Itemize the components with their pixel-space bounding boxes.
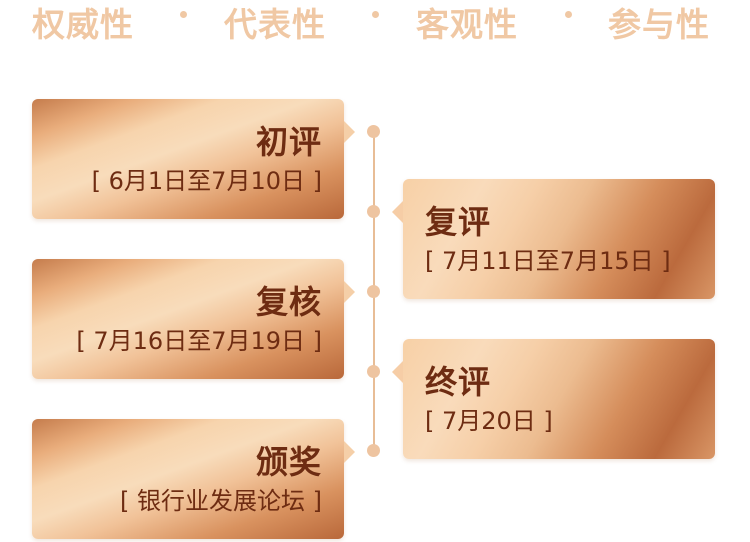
keyword-representativeness: 代表性 [224, 5, 326, 44]
keyword-separator-dot [372, 11, 379, 18]
stage-title: 复核 [255, 283, 322, 321]
stage-title: 复评 [425, 203, 492, 241]
stage-date: [ 7月16日至7月19日 ] [76, 327, 322, 355]
timeline-dot [367, 205, 380, 218]
keyword-authority: 权威性 [32, 5, 134, 44]
keyword-participation: 参与性 [608, 5, 710, 44]
stage-card-verification: 复核 [ 7月16日至7月19日 ] [32, 259, 355, 379]
timeline-dot [367, 125, 380, 138]
stage-card-final-review: 终评 [ 7月20日 ] [392, 339, 715, 459]
stage-card-preliminary-review: 初评 [ 6月1日至7月10日 ] [32, 99, 355, 219]
stage-date: [ 7月20日 ] [425, 407, 553, 435]
timeline-dot [367, 444, 380, 457]
header-keywords: 权威性 代表性 客观性 参与性 [0, 0, 750, 44]
stage-date: [ 7月11日至7月15日 ] [425, 247, 671, 275]
stage-title: 初评 [255, 123, 322, 161]
stage-card-second-review: 复评 [ 7月11日至7月15日 ] [392, 179, 715, 299]
keyword-separator-dot [180, 11, 187, 18]
stage-date: [ 6月1日至7月10日 ] [91, 167, 322, 195]
stage-card-award: 颁奖 [ 银行业发展论坛 ] [32, 419, 355, 539]
keyword-objectivity: 客观性 [416, 5, 518, 44]
timeline-dot [367, 365, 380, 378]
stage-title: 颁奖 [255, 443, 322, 481]
timeline-dot [367, 285, 380, 298]
keyword-separator-dot [565, 11, 572, 18]
stage-title: 终评 [425, 363, 492, 401]
stage-date: [ 银行业发展论坛 ] [120, 487, 322, 515]
